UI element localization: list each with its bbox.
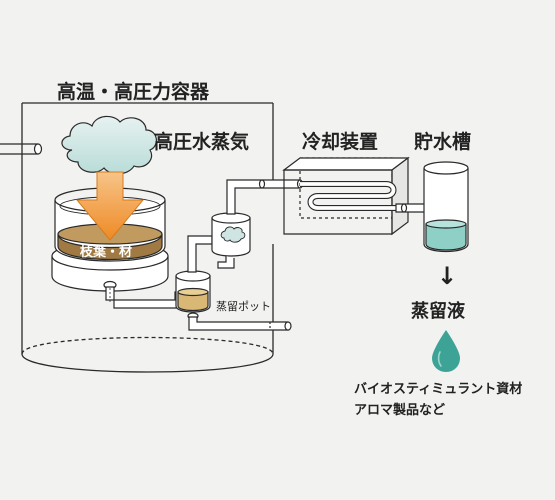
pressure-vessel — [21, 102, 274, 373]
uses-line-1: バイオスティミュラント資材 — [354, 382, 523, 397]
riser-pipe — [187, 235, 213, 273]
steam-inlet-pipe — [0, 143, 43, 155]
storage-tank — [423, 161, 469, 253]
pipe-chamber-to-cooler — [226, 179, 304, 215]
uses-line-2: アロマ製品など — [354, 403, 446, 418]
distill-pot-label: 蒸留ポット — [216, 300, 271, 313]
cooler-label: 冷却装置 — [302, 131, 379, 153]
leaf-basket — [51, 187, 169, 292]
vessel-label: 高温・高圧力容器 — [57, 81, 210, 103]
cooler — [282, 156, 410, 236]
distillate-drop — [432, 330, 460, 372]
steam-label: 高圧水蒸気 — [154, 131, 250, 153]
steam-cloud — [61, 115, 157, 175]
down-arrow-icon: ↓ — [437, 262, 458, 290]
separator-chamber — [211, 212, 251, 269]
distillate-label: 蒸留液 — [411, 301, 465, 322]
distillation-pot — [175, 270, 211, 320]
steam-flow-arrow — [75, 171, 145, 241]
tank-label: 貯水槽 — [414, 131, 472, 153]
leaves-label: 枝葉・材 — [80, 245, 133, 260]
drain-pipe — [188, 316, 292, 331]
